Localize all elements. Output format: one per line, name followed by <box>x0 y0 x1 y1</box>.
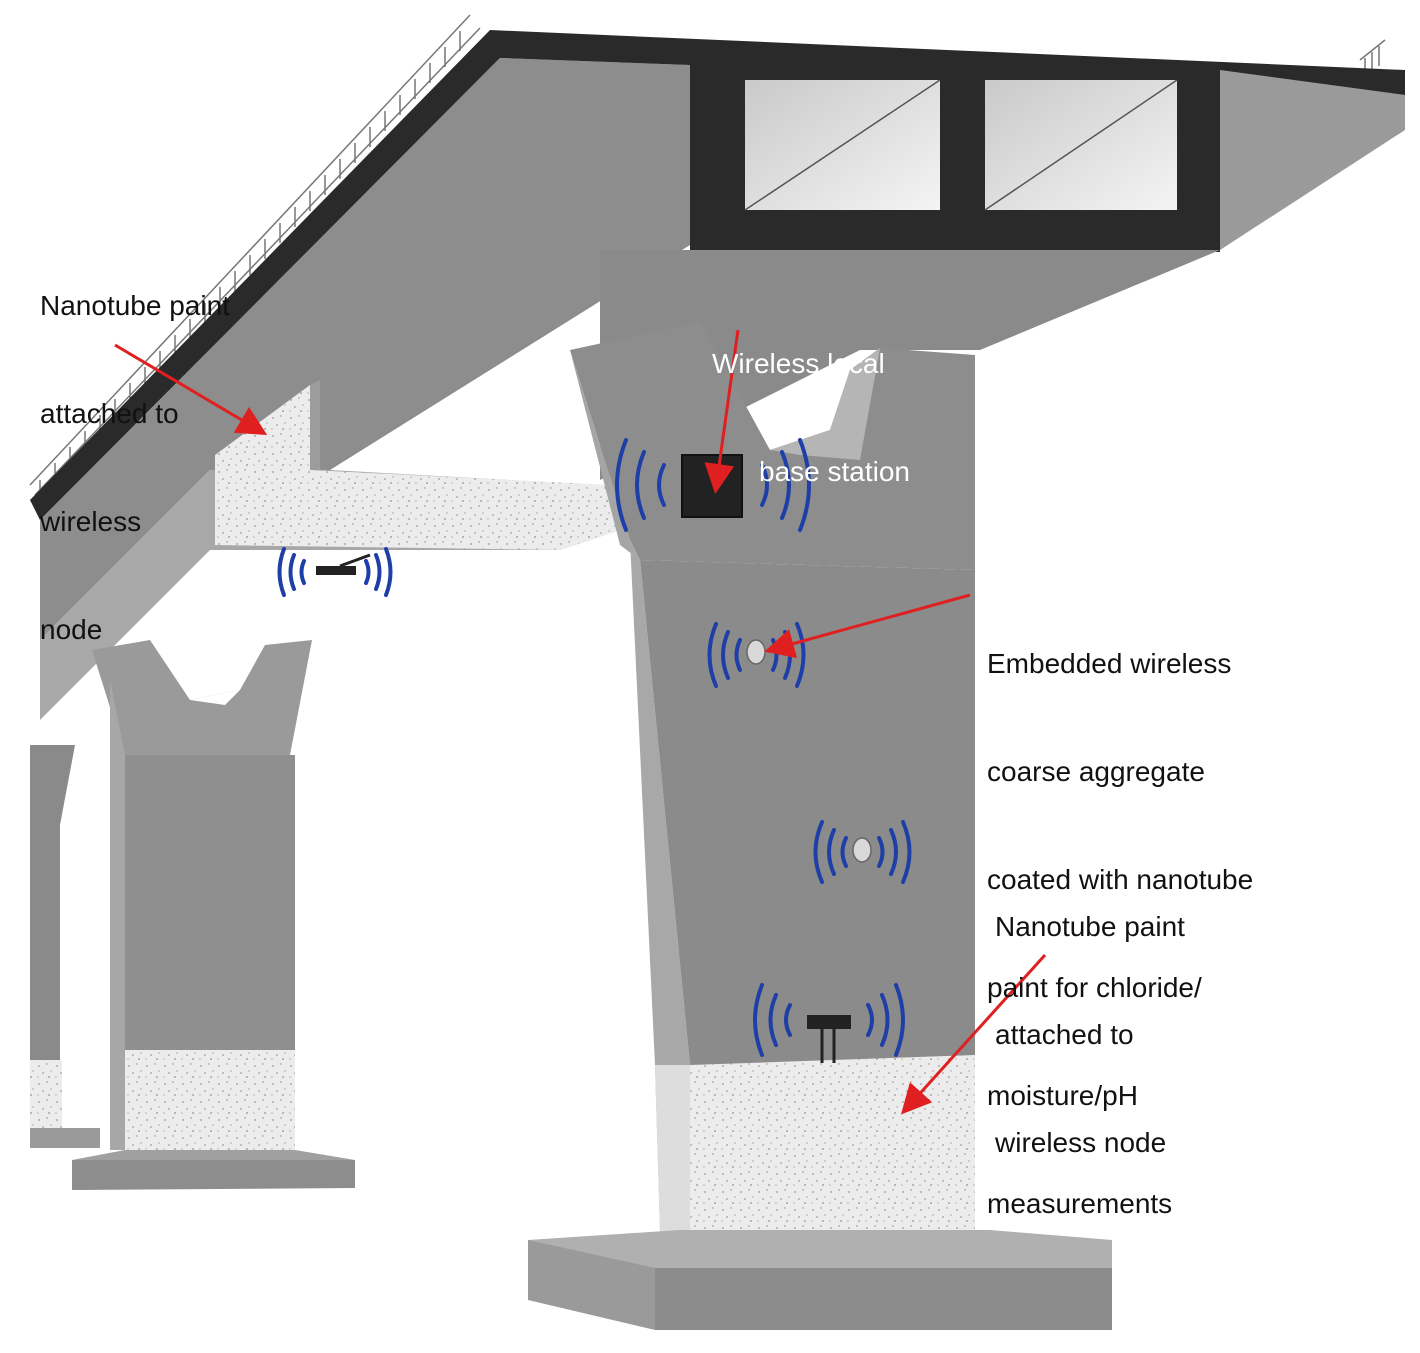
label-pier-nanotube-paint: Nanotube paint attached to wireless node <box>995 837 1185 1233</box>
label-line: wireless <box>40 506 142 537</box>
arrow-pier-paint <box>900 953 1047 1115</box>
label-line: Nanotube paint <box>995 911 1185 942</box>
label-line: moisture/pH <box>987 1080 1138 1111</box>
label-wireless-base-station: Wireless local base station <box>700 274 910 562</box>
label-line: coated with nanotube <box>987 864 1254 895</box>
label-line: Wireless local <box>712 348 885 379</box>
signal-waves <box>277 438 912 1057</box>
arrow-base-station <box>704 329 740 494</box>
bridge-deck <box>30 30 1405 720</box>
arrow-embedded-aggregate <box>764 593 971 659</box>
label-line: Embedded wireless <box>987 648 1232 679</box>
label-line: attached to <box>40 398 179 429</box>
embedded-aggregate-sensor-2 <box>852 837 872 863</box>
label-line: node <box>40 614 103 645</box>
far-pier <box>30 745 100 1148</box>
label-line: base station <box>759 456 910 487</box>
painted-deck-zone <box>215 385 650 550</box>
label-line: paint for chloride/ <box>987 972 1202 1003</box>
middle-pier <box>72 640 355 1190</box>
embedded-aggregate-sensor-1 <box>746 639 766 665</box>
label-line: wireless node <box>995 1127 1167 1158</box>
label-line: measurements <box>987 1188 1173 1219</box>
label-line: Nanotube paint <box>40 290 230 321</box>
label-embedded-aggregate: Embedded wireless coarse aggregate coate… <box>987 574 1253 1294</box>
arrow-deck-paint <box>114 343 268 436</box>
annotation-arrows <box>114 329 1047 1115</box>
deck-sensor-node <box>316 553 371 575</box>
pier-sensor-node <box>807 1015 851 1063</box>
label-deck-nanotube-paint: Nanotube paint attached to wireless node <box>40 216 230 720</box>
label-line: coarse aggregate <box>987 756 1205 787</box>
label-line: attached to <box>995 1019 1134 1050</box>
